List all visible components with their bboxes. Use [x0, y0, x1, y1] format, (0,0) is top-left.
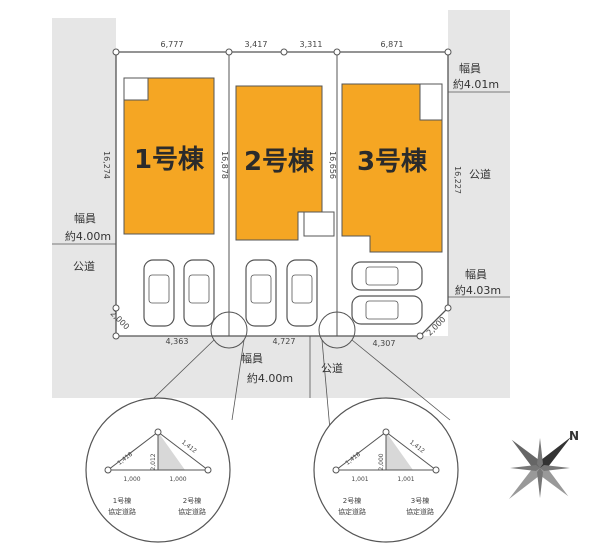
- detail-2-right-caption-1: 3号棟: [411, 496, 429, 505]
- road-left-width-value: 約4.00m: [65, 229, 111, 243]
- top-dim-1: 6,777: [161, 40, 184, 49]
- bottom-dim-2: 4,727: [273, 337, 296, 346]
- building-3-label: 3号棟: [357, 147, 428, 177]
- detail-2-left-caption-1: 2号棟: [343, 496, 361, 505]
- road-left: [52, 18, 116, 398]
- building-2: [235, 85, 323, 241]
- road-left-name: 公道: [73, 259, 95, 273]
- building-3-porch: [419, 83, 443, 121]
- building-1-label: 1号棟: [134, 145, 205, 175]
- detail-2-dim-e: 1,001: [397, 476, 414, 483]
- depth-dim-1: 16,274: [102, 151, 111, 179]
- road-right-width-value: 約4.03m: [455, 283, 501, 297]
- detail-2-left-caption-2: 協定道路: [338, 507, 366, 516]
- road-bottom: [52, 336, 510, 398]
- road-left-width-label: 幅員: [74, 212, 96, 225]
- bottom-dim-3: 4,307: [373, 339, 396, 348]
- detail-1-dim-c: 2,012: [150, 453, 157, 470]
- road-right: [448, 10, 510, 390]
- detail-1-right-caption-1: 2号棟: [183, 496, 201, 505]
- top-dim-3: 3,311: [300, 40, 323, 49]
- detail-marker-2: [318, 311, 356, 349]
- detail-2-dim-d: 1,001: [351, 476, 368, 483]
- road-top-right: [448, 10, 510, 70]
- detail-1-left-caption-1: 1号棟: [113, 496, 131, 505]
- compass-icon: [508, 436, 572, 500]
- road-bottom-width-value: 約4.00m: [247, 371, 293, 385]
- road-top-right-name: 公道: [469, 167, 491, 181]
- detail-1-dim-e: 1,000: [169, 476, 186, 483]
- detail-1-left-caption-2: 協定道路: [108, 507, 136, 516]
- detail-marker-1: [210, 311, 248, 349]
- bottom-dim-1: 4,363: [166, 337, 189, 346]
- top-dim-2: 3,417: [245, 40, 268, 49]
- road-top-right-width-value: 約4.01m: [453, 77, 499, 91]
- depth-dim-2: 16,878: [220, 151, 229, 179]
- building-1-porch: [123, 77, 149, 101]
- building-2-label: 2号棟: [244, 147, 315, 177]
- parking-cars: [143, 259, 423, 327]
- compass-north-label: N: [569, 429, 579, 443]
- depth-dim-3: 16,656: [328, 151, 337, 179]
- road-bottom-name: 公道: [321, 361, 343, 375]
- detail-1-dim-d: 1,000: [123, 476, 140, 483]
- top-dim-4: 6,871: [381, 40, 404, 49]
- steps: [303, 211, 335, 237]
- building-1: [123, 77, 215, 235]
- road-top-right-width-label: 幅員: [459, 62, 481, 75]
- road-right-width-label: 幅員: [465, 268, 487, 281]
- road-bottom-width-label: 幅員: [241, 352, 263, 365]
- depth-dim-4: 16,227: [453, 166, 462, 194]
- detail-1-right-caption-2: 協定道路: [178, 507, 206, 516]
- detail-2-right-caption-2: 協定道路: [406, 507, 434, 516]
- detail-2-dim-c: 2,000: [378, 453, 385, 470]
